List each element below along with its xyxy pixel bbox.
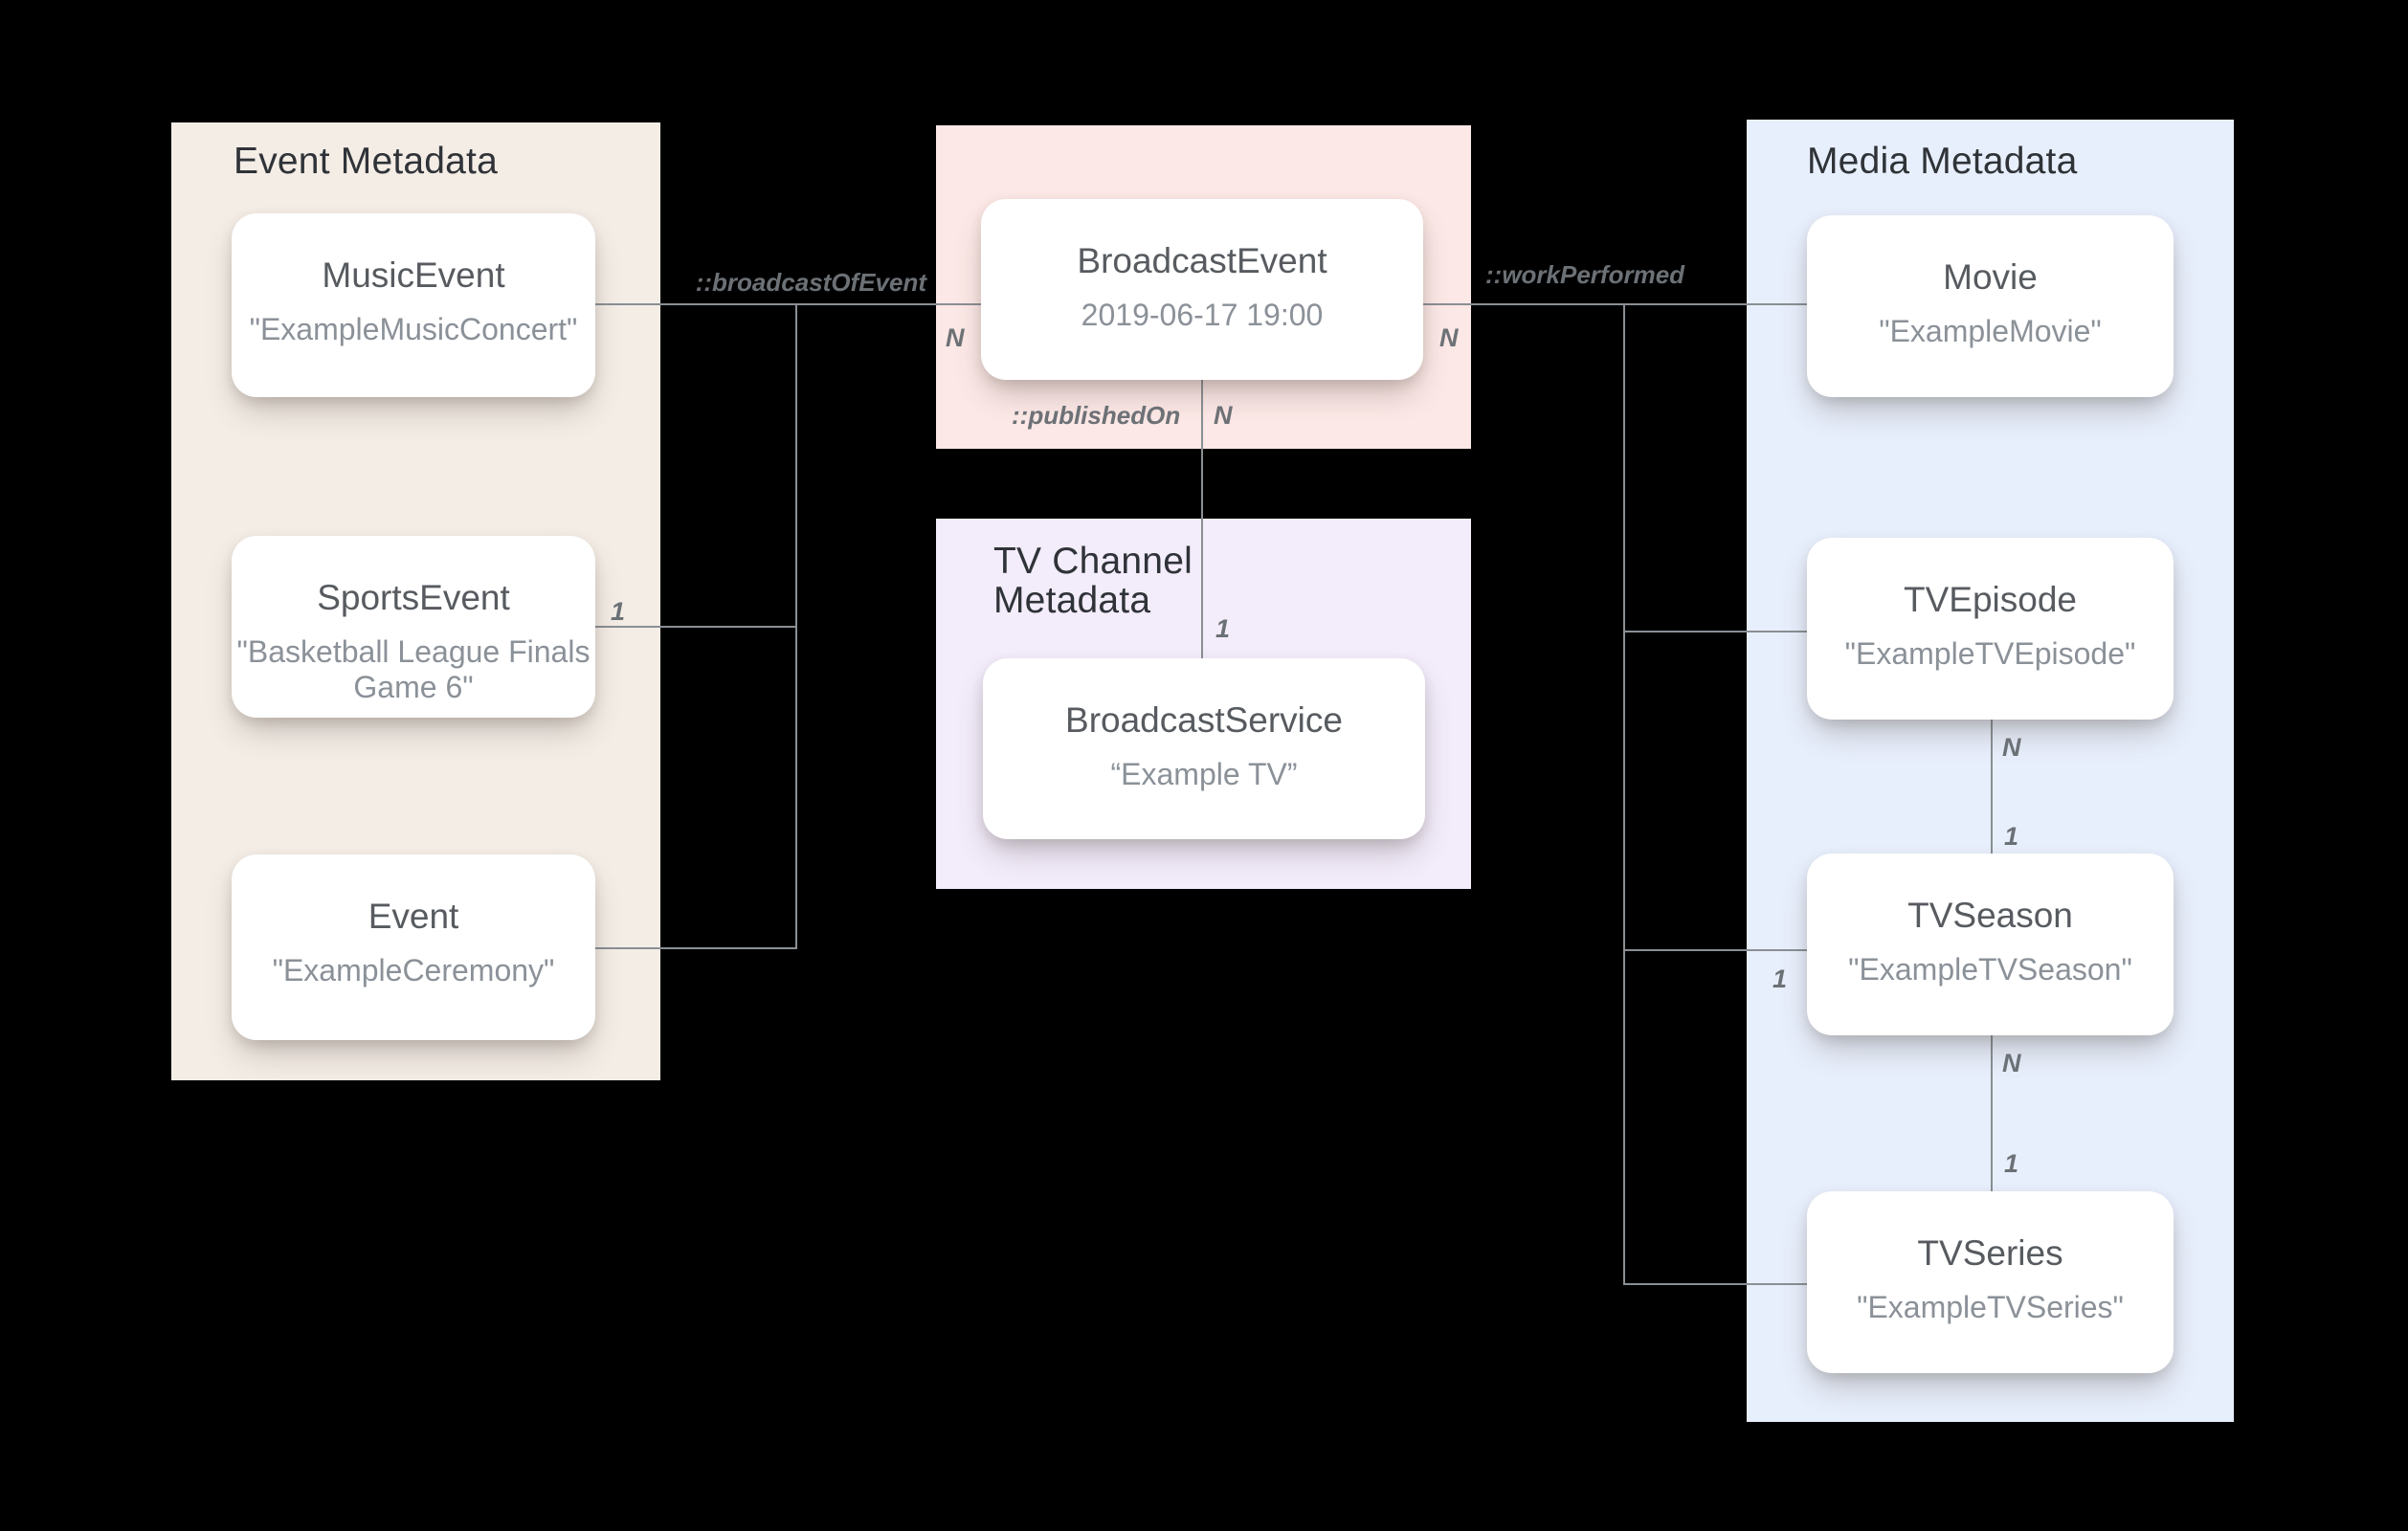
label-card-n-broadcast-left: N [946,323,965,352]
card-subtitle-event: "ExampleCeremony" [272,953,555,987]
label-card-1-publishedon: 1 [1215,614,1231,643]
label-card-n-season-series: N [2002,1049,2021,1077]
card-subtitle-tvseries: "ExampleTVSeries" [1857,1290,2124,1324]
label-card-1-episode-season: 1 [2004,822,2019,851]
connector-season-series-line [1991,1035,1993,1191]
card-title-tvseason: TVSeason [1907,896,2073,935]
card-subtitle-broadcastservice: “Example TV” [1110,757,1298,791]
card-title-musicevent: MusicEvent [322,255,505,295]
card-subtitle-broadcastevent: 2019-06-17 19:00 [1081,298,1324,332]
card-musicevent: MusicEvent "ExampleMusicConcert" [232,213,595,397]
card-subtitle-tvseason: "ExampleTVSeason" [1848,952,2132,987]
panel-heading-tv-channel-metadata: TV Channel Metadata [993,541,1193,621]
label-card-1-tvseason-left: 1 [1773,965,1788,993]
card-title-event: Event [368,897,459,936]
card-subtitle-tvepisode: "ExampleTVEpisode" [1844,636,2136,671]
card-subtitle-sportsevent: "Basketball League Finals Game 6" [236,634,591,704]
connector-musicevent-to-broadcastevent [595,303,981,305]
card-movie: Movie "ExampleMovie" [1807,215,2174,397]
connector-tvepisode-branch [1624,631,1807,632]
connector-event-branch [595,947,796,949]
connector-sportsevent-branch [595,626,796,628]
card-subtitle-movie: "ExampleMovie" [1879,314,2102,348]
card-tvseries: TVSeries "ExampleTVSeries" [1807,1191,2174,1373]
connector-broadcastevent-to-movie [1423,303,1807,305]
label-card-1-sportsevent: 1 [611,597,626,626]
card-title-broadcastevent: BroadcastEvent [1077,241,1327,280]
card-broadcastservice: BroadcastService “Example TV” [983,658,1425,839]
card-event: Event "ExampleCeremony" [232,854,595,1040]
label-card-n-broadcast-right: N [1439,323,1459,352]
panel-heading-media-metadata: Media Metadata [1807,141,2078,182]
connector-left-trunk [795,303,797,949]
connector-publishedon-line [1201,380,1203,658]
label-rel-workperformed: ::workPerformed [1485,260,1685,289]
label-rel-broadcastofevent: ::broadcastOfEvent [695,268,926,297]
connector-tvseason-branch [1624,949,1807,951]
connector-episode-season-line [1991,720,1993,854]
card-tvseason: TVSeason "ExampleTVSeason" [1807,854,2174,1035]
card-title-tvepisode: TVEpisode [1904,580,2077,619]
label-rel-publishedon: ::publishedOn [1012,401,1181,430]
card-title-sportsevent: SportsEvent [317,578,510,617]
card-sportsevent: SportsEvent "Basketball League Finals Gam… [232,536,595,718]
panel-heading-event-metadata: Event Metadata [234,141,498,182]
label-card-n-episode-season: N [2002,733,2021,762]
card-subtitle-musicevent: "ExampleMusicConcert" [249,312,578,346]
connector-tvseries-branch [1624,1283,1807,1285]
card-title-broadcastservice: BroadcastService [1065,700,1343,740]
card-title-movie: Movie [1943,257,2038,297]
label-card-1-season-series: 1 [2004,1149,2019,1178]
card-tvepisode: TVEpisode "ExampleTVEpisode" [1807,538,2174,720]
label-card-n-publishedon: N [1214,401,1233,430]
card-title-tvseries: TVSeries [1917,1233,2063,1273]
connector-right-trunk [1623,303,1625,1285]
card-broadcastevent: BroadcastEvent 2019-06-17 19:00 [981,199,1423,380]
